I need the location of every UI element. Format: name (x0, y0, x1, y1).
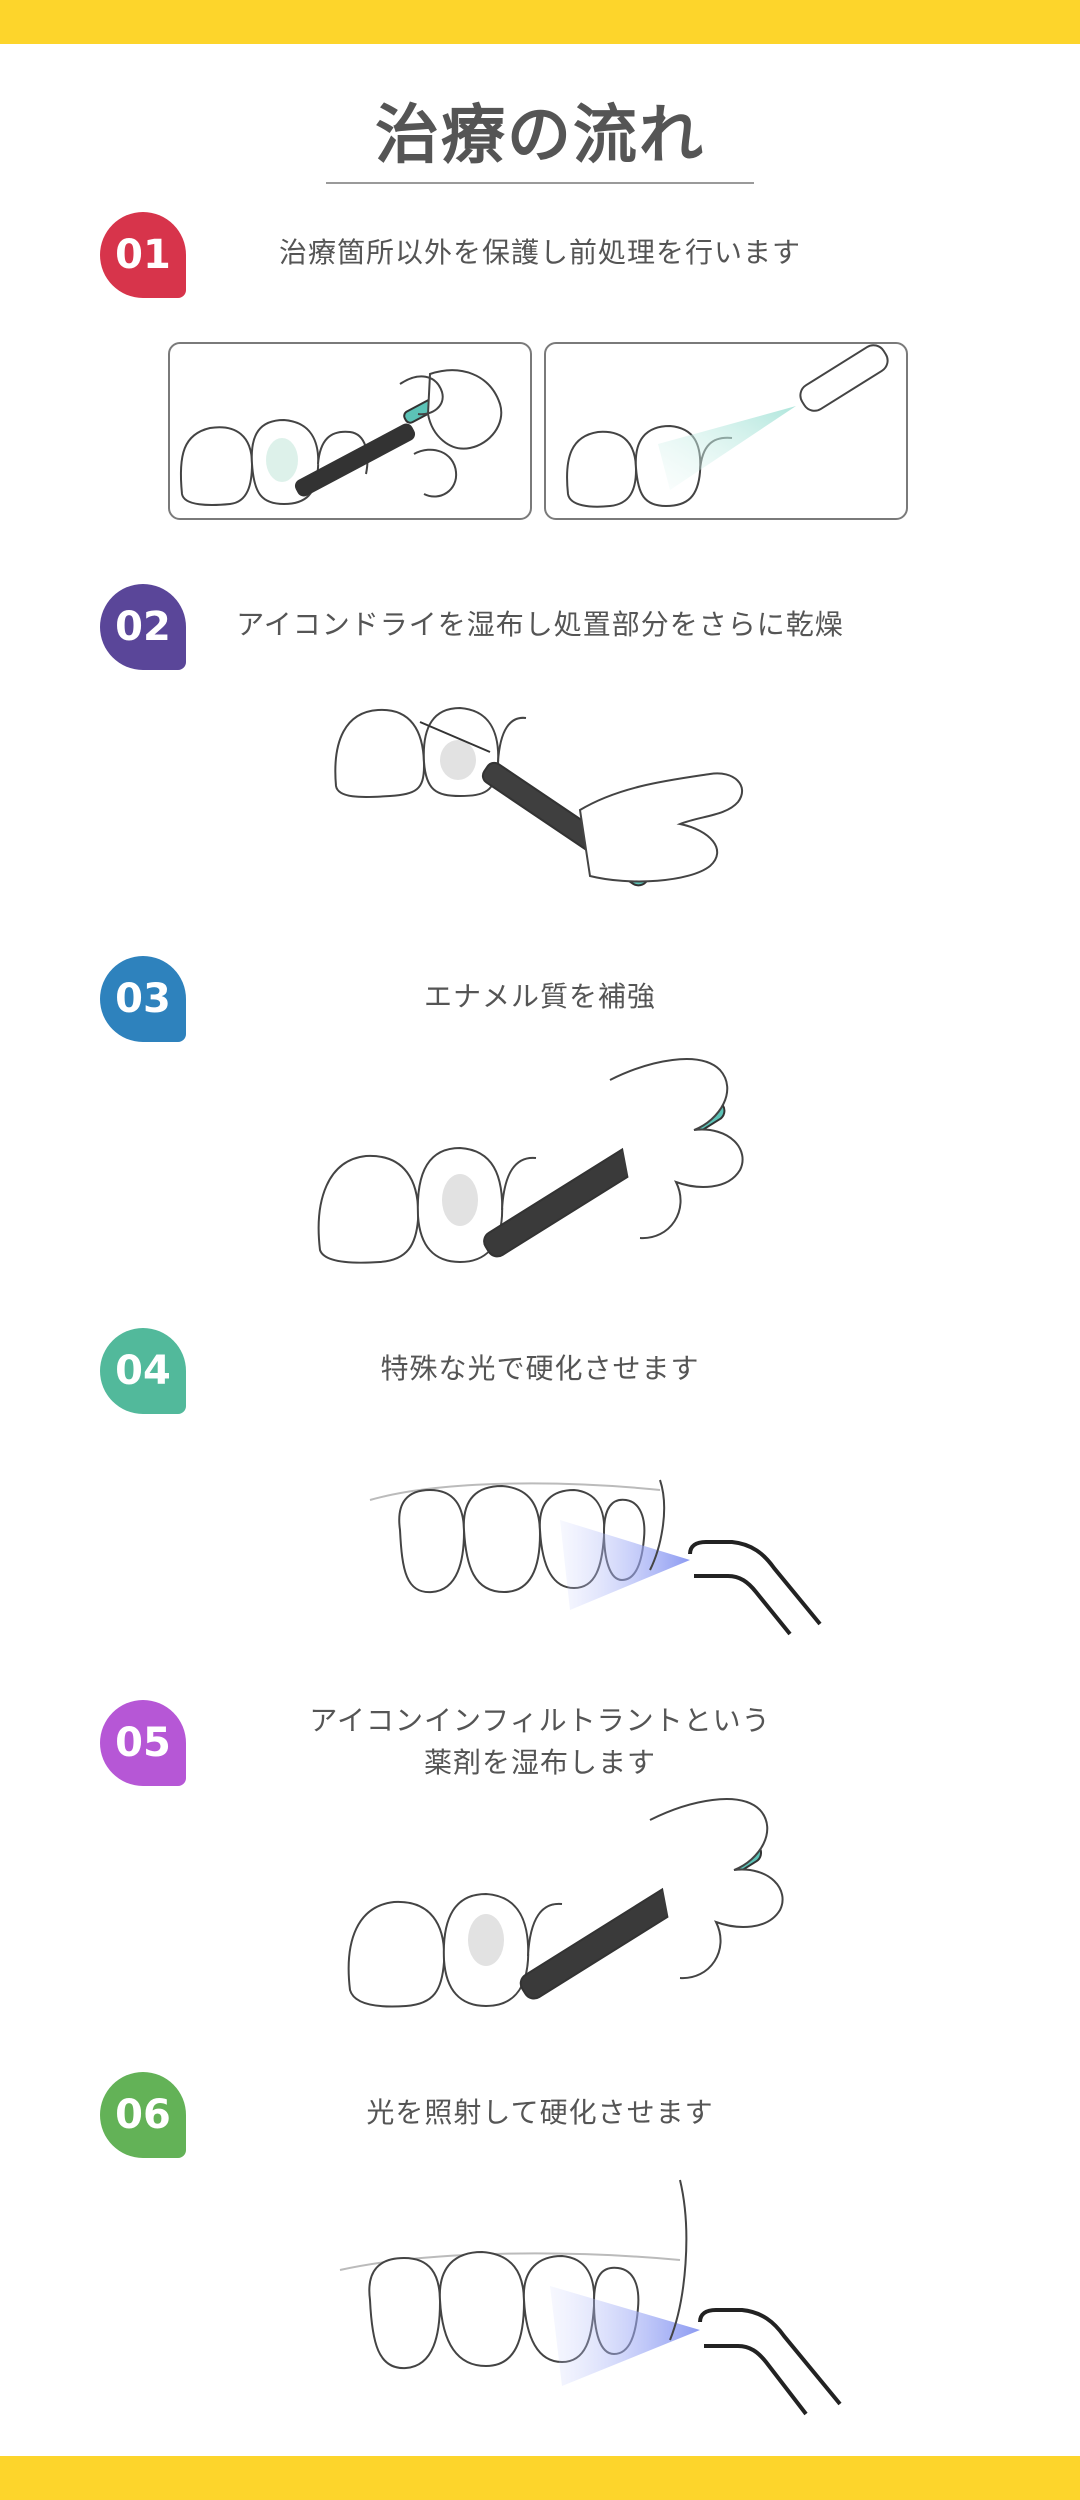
step-5-illustration (330, 1790, 860, 2030)
step-6-illustration (330, 2170, 870, 2420)
step-5-text-line-1: アイコンインフィルトラントという (309, 1704, 771, 1737)
title-underline (326, 182, 754, 184)
curing-light-icon (369, 1479, 822, 1636)
page-title: 治療の流れ (375, 99, 705, 173)
step-1-badge: 01 (100, 212, 186, 298)
step-5-badge: 05 (100, 1700, 186, 1786)
reinforce-tool-icon (317, 1058, 744, 1264)
air-spray-icon (566, 344, 889, 508)
teeth-brush-icon (179, 369, 503, 506)
step-2-badge: 02 (100, 584, 186, 670)
step-3-illustration (310, 1040, 810, 1280)
step-1-text: 治療箇所以外を保護し前処理を行います (278, 236, 801, 269)
step-2-text: アイコンドライを湿布し処置部分をさらに乾燥 (236, 608, 844, 641)
top-accent-bar (0, 0, 1080, 44)
step-1-illustration-a (168, 342, 532, 520)
step-4-text: 特殊な光で硬化させます (380, 1352, 700, 1385)
step-3-text: エナメル質を補強 (423, 980, 656, 1013)
step-4-illustration (360, 1420, 840, 1640)
step-5-text-line-2: 薬剤を湿布します (423, 1746, 656, 1779)
step-6-text: 光を照射して硬化させます (366, 2096, 714, 2129)
step-6-badge: 06 (100, 2072, 186, 2158)
step-4-badge: 04 (100, 1328, 186, 1414)
applicator-icon (334, 706, 744, 887)
step-3-badge: 03 (100, 956, 186, 1042)
infiltrant-applicator-icon (347, 1798, 784, 2008)
step-1-illustration-b (544, 342, 908, 520)
light-cure-icon (339, 2179, 842, 2416)
bottom-accent-bar (0, 2456, 1080, 2500)
step-2-illustration (330, 690, 760, 900)
step-5-text: アイコンインフィルトラントという 薬剤を湿布します (200, 1700, 880, 1784)
